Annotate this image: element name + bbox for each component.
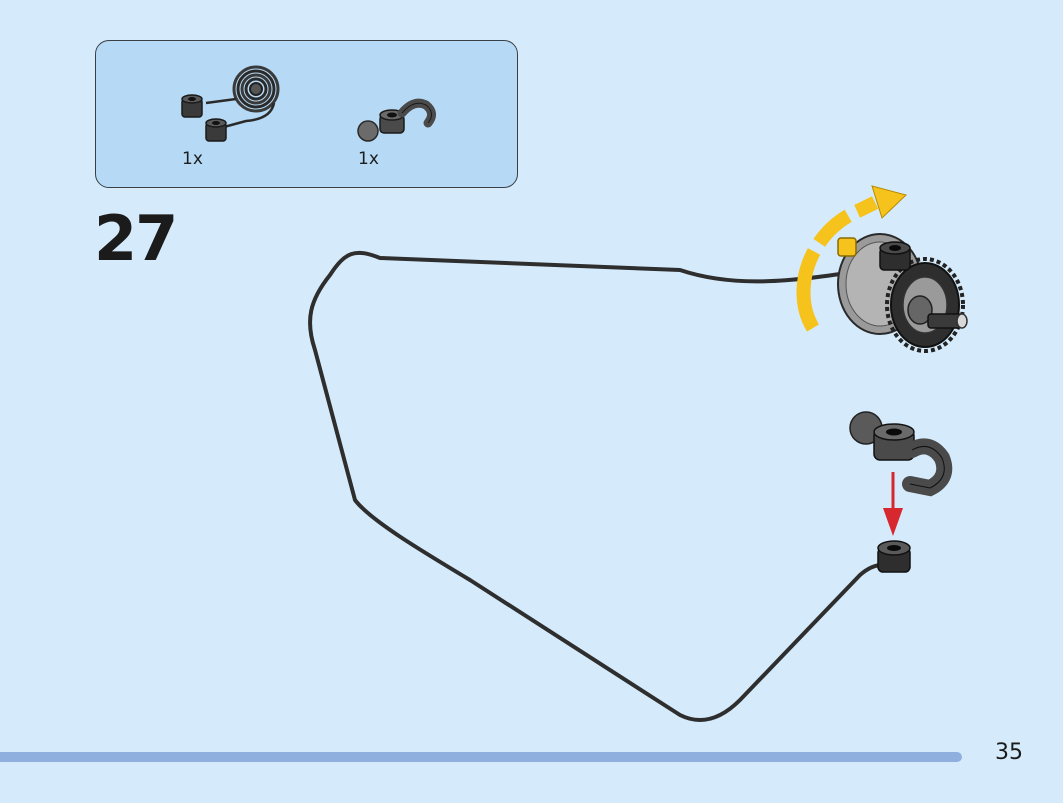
assembly-illustration [308, 185, 968, 722]
string-coil-icon [181, 65, 280, 142]
string-bush-icon [877, 540, 911, 573]
page-progress-fill [0, 752, 962, 762]
red-down-arrow-icon [883, 472, 903, 536]
page-progress-bar [0, 752, 962, 762]
part-quantity-string: 1x [182, 149, 203, 169]
rotation-arrow-icon [796, 185, 907, 332]
hook-ball-icon [357, 98, 436, 142]
gear-assembly-icon [837, 233, 968, 353]
step-number: 27 [94, 202, 178, 275]
parts-list-box: 1x 1x [95, 40, 518, 188]
part-quantity-hook: 1x [358, 149, 379, 169]
string-line [308, 250, 884, 722]
page-number: 35 [995, 740, 1023, 765]
hook-piece-icon [849, 411, 953, 497]
